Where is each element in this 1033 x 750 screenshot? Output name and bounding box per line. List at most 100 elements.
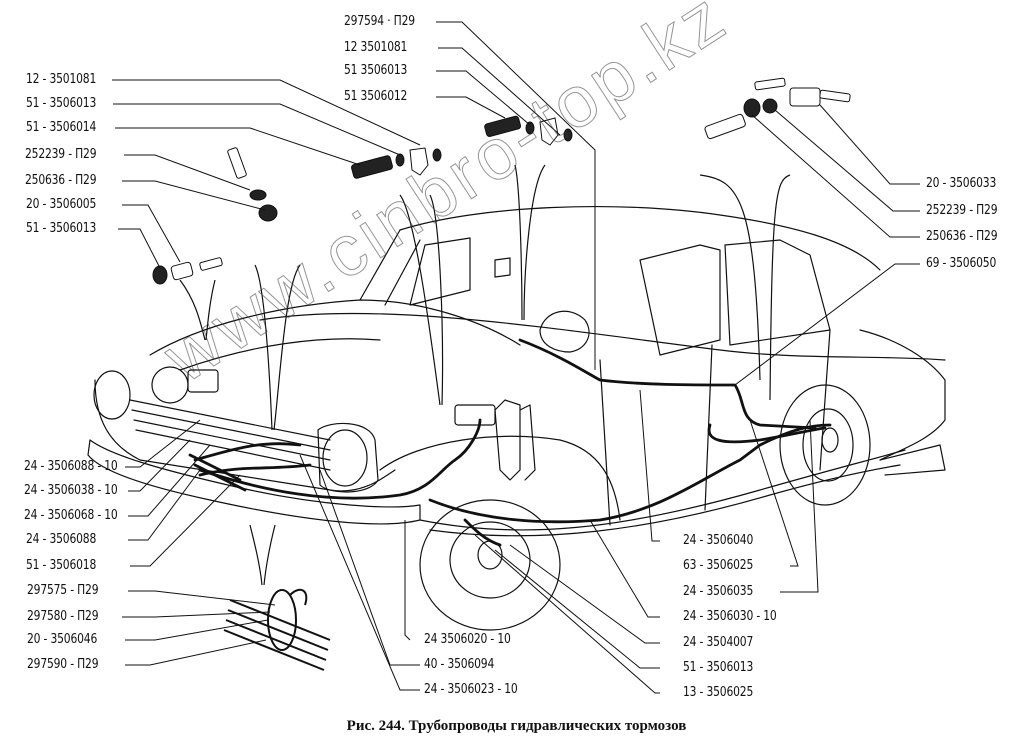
leader-l5 (122, 181, 265, 210)
part-label: 297575 - П29 (27, 583, 99, 598)
leader-r3 (752, 115, 920, 237)
brake-booster (152, 367, 188, 403)
washer-1 (396, 154, 404, 166)
nut-top-left (259, 205, 277, 221)
rear-door-window (725, 240, 830, 345)
part-label: 20 - 3506005 (26, 197, 97, 212)
callout-funnel-left (180, 280, 215, 340)
part-label: 24 - 3506038 - 10 (24, 483, 118, 498)
part-label: 24 - 3506088 (26, 532, 97, 547)
headlight-left (94, 371, 130, 419)
part-label: 51 3506013 (344, 63, 408, 78)
part-label: 24 - 3504007 (683, 635, 754, 650)
callout-funnel-c1 (400, 195, 443, 405)
callout-funnel-r (700, 175, 790, 400)
front-fascia (95, 380, 395, 491)
leader-b2 (122, 612, 270, 617)
clip-pipes (224, 600, 330, 670)
part-label: 51 3506012 (344, 89, 408, 104)
leader-b3 (125, 620, 268, 640)
part-label: 51 - 3506018 (26, 558, 97, 573)
callout-funnel-c2 (515, 165, 545, 320)
gasket-right (744, 99, 760, 117)
part-label: 252239 - П29 (25, 147, 97, 162)
part-label: 24 - 3506023 - 10 (424, 682, 518, 697)
part-label: 24 - 3506040 (683, 533, 754, 548)
leader-r4 (735, 264, 920, 385)
tee-right (790, 88, 820, 106)
leader-rb1 (640, 390, 660, 541)
gasket-top-left (250, 190, 266, 200)
part-label: 24 - 3506035 (683, 584, 754, 599)
leader-t1 (436, 22, 595, 370)
front-fender (380, 436, 620, 520)
leader-l7 (118, 229, 160, 268)
leader-rb4 (590, 520, 660, 617)
pipe-stub-right-2 (820, 90, 851, 102)
front-wheel-tire (420, 500, 560, 630)
part-label: 51 - 3506013 (683, 660, 754, 675)
belt-line (260, 313, 945, 360)
tee-fitting (410, 148, 428, 175)
part-label: 24 - 3506088 - 10 (24, 459, 118, 474)
part-label: 12 - 3501081 (26, 72, 97, 87)
grille (130, 400, 330, 470)
leader-rb6 (495, 550, 660, 668)
bleeder-left (199, 257, 222, 270)
part-label: 24 3506020 - 10 (424, 632, 511, 647)
leader-bc1 (405, 520, 410, 640)
headlight-right (323, 430, 367, 486)
part-label: 40 - 3506094 (424, 657, 495, 672)
nut-small-left (153, 266, 167, 284)
pipe-stub-right-1 (755, 78, 786, 90)
part-label: 250636 - П29 (926, 229, 998, 244)
brake-hose-front (465, 520, 500, 545)
leader-t3 (436, 71, 530, 125)
leader-b4 (125, 640, 266, 665)
leader-l1 (112, 80, 420, 145)
hood (150, 300, 520, 355)
sill (430, 465, 900, 536)
rear-wheel-tire (780, 385, 870, 505)
part-label: 12 3501081 (344, 40, 408, 55)
part-label: 51 - 3506013 (26, 221, 97, 236)
rear-bumper (880, 445, 945, 475)
master-cylinder (455, 405, 495, 425)
fitting-bolt (351, 155, 393, 179)
part-label: 69 - 3506050 (926, 256, 997, 271)
figure-caption: Рис. 244. Трубопроводы гидравлических то… (346, 718, 687, 734)
car-roof (400, 207, 880, 270)
callout-funnel-tl (255, 265, 300, 430)
leader-t4 (436, 97, 505, 118)
rear-wheel-rim (803, 409, 853, 481)
leader-m4 (128, 470, 200, 540)
leader-m1 (125, 420, 200, 467)
part-label: 252239 - П29 (926, 203, 998, 218)
part-label: 13 - 3506025 (683, 685, 754, 700)
leader-l3 (115, 128, 360, 165)
door-rear (820, 330, 830, 470)
leader-m5 (130, 475, 240, 566)
sensor-top-left (227, 147, 247, 179)
clip-tab (290, 590, 306, 605)
fitting-bolt-center (484, 116, 521, 138)
steering-wheel (540, 311, 589, 352)
rear-fender (860, 330, 945, 460)
brake-pipe-bundle (190, 455, 245, 490)
body-side (420, 450, 905, 530)
part-label: 51 - 3506014 (26, 120, 97, 135)
tee-center (540, 118, 558, 145)
leader-l2 (113, 104, 400, 155)
rear-window-frame (640, 245, 720, 355)
headlight-bezel (318, 423, 378, 492)
leader-r2 (775, 110, 920, 211)
booster-valve (188, 370, 218, 392)
brake-pipe-main (200, 420, 480, 498)
car-windshield (360, 230, 420, 305)
washer-center-2 (564, 129, 572, 141)
callout-funnel-bl (250, 525, 275, 585)
leader-rb3 (780, 420, 818, 592)
leader-l4 (124, 155, 250, 190)
fitting-left (171, 262, 194, 281)
